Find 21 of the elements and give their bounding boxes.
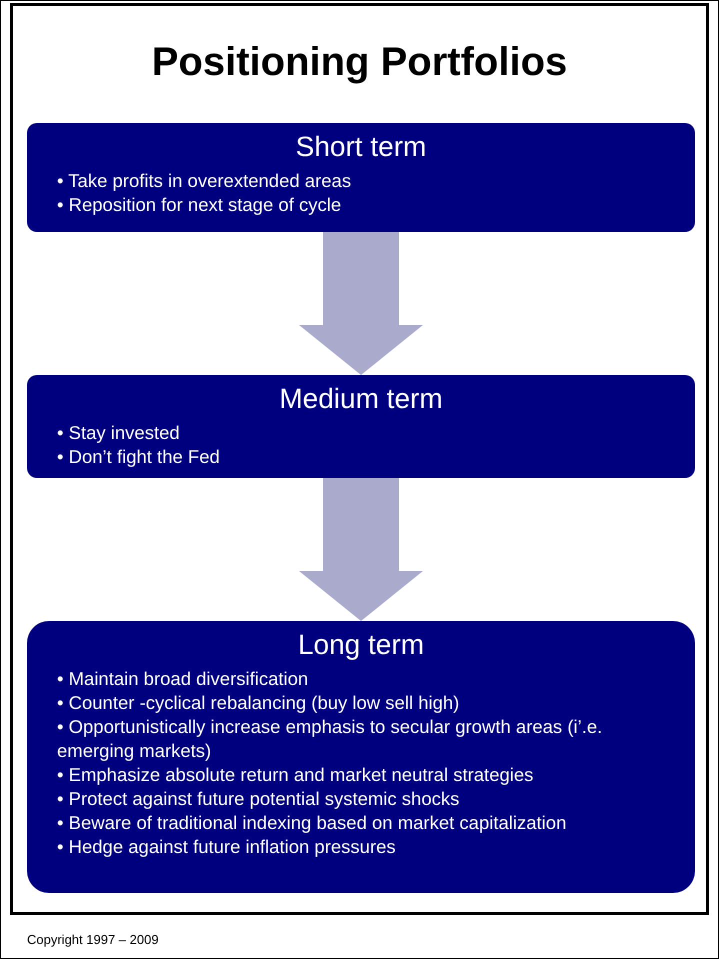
bullet-item: • Don’t fight the Fed <box>57 445 221 469</box>
box-heading: Medium term <box>279 382 443 416</box>
bullet-item: • Opportunistically increase emphasis to secular growth areas (i’.e. emerging markets) <box>57 715 604 763</box>
bullet-item: • Take profits in overextended areas <box>57 169 352 193</box>
bullet-item: • Emphasize absolute return and market neutral strategies <box>57 763 534 787</box>
term-box <box>27 375 695 478</box>
block-arrow <box>299 478 423 621</box>
bullet-item: • Protect against future potential systemic shocks <box>57 787 460 811</box>
bullet-item: • Maintain broad diversification <box>57 667 310 691</box>
bullet-item: • Hedge against future inflation pressures <box>57 835 397 859</box>
bullet-item: • Stay invested <box>57 421 181 445</box>
term-box <box>27 621 695 893</box>
bullet-item: • Counter -cyclical rebalancing (buy low sell high) <box>57 691 460 715</box>
copyright-note: Copyright 1997 – 2009 <box>27 932 159 947</box>
title: Positioning Portfolios <box>150 40 568 85</box>
bullet-item: • Beware of traditional indexing based on market capitalization <box>57 811 568 835</box>
box-heading: Short term <box>296 130 426 164</box>
term-box <box>27 123 695 232</box>
block-arrow <box>299 232 423 375</box>
bullet-item: • Reposition for next stage of cycle <box>57 193 342 217</box>
box-heading: Long term <box>298 628 424 662</box>
